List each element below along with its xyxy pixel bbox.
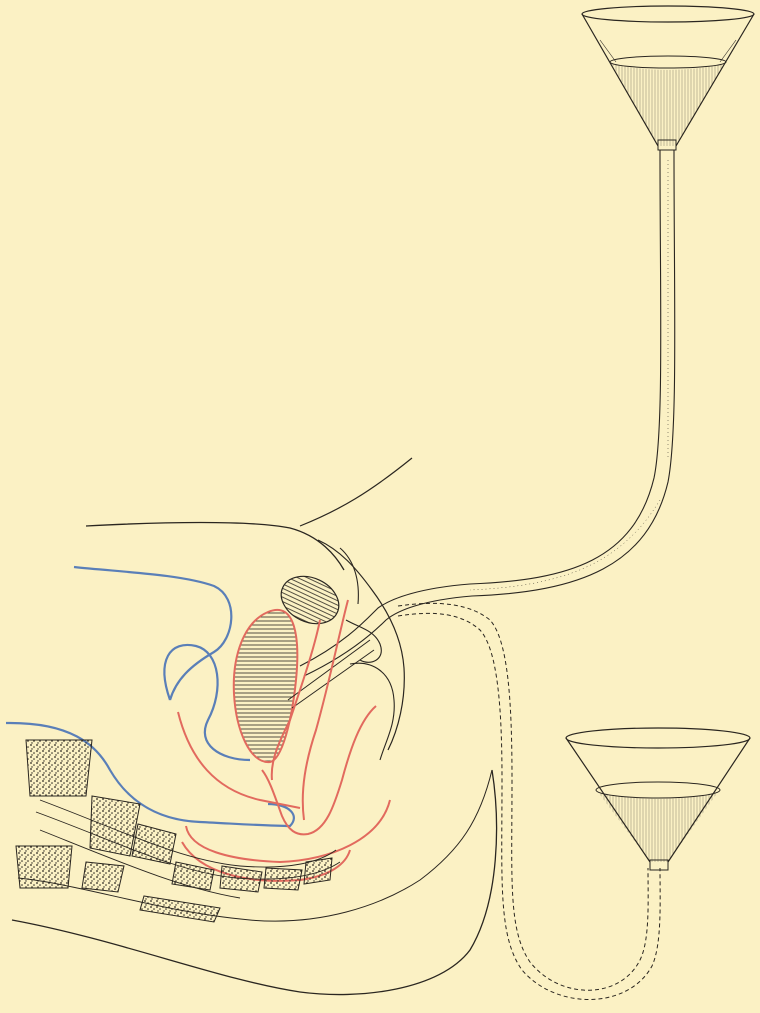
lower-funnel xyxy=(566,728,750,870)
upper-tube xyxy=(300,150,675,676)
pelvic-section xyxy=(6,458,497,995)
upper-funnel xyxy=(582,6,754,150)
